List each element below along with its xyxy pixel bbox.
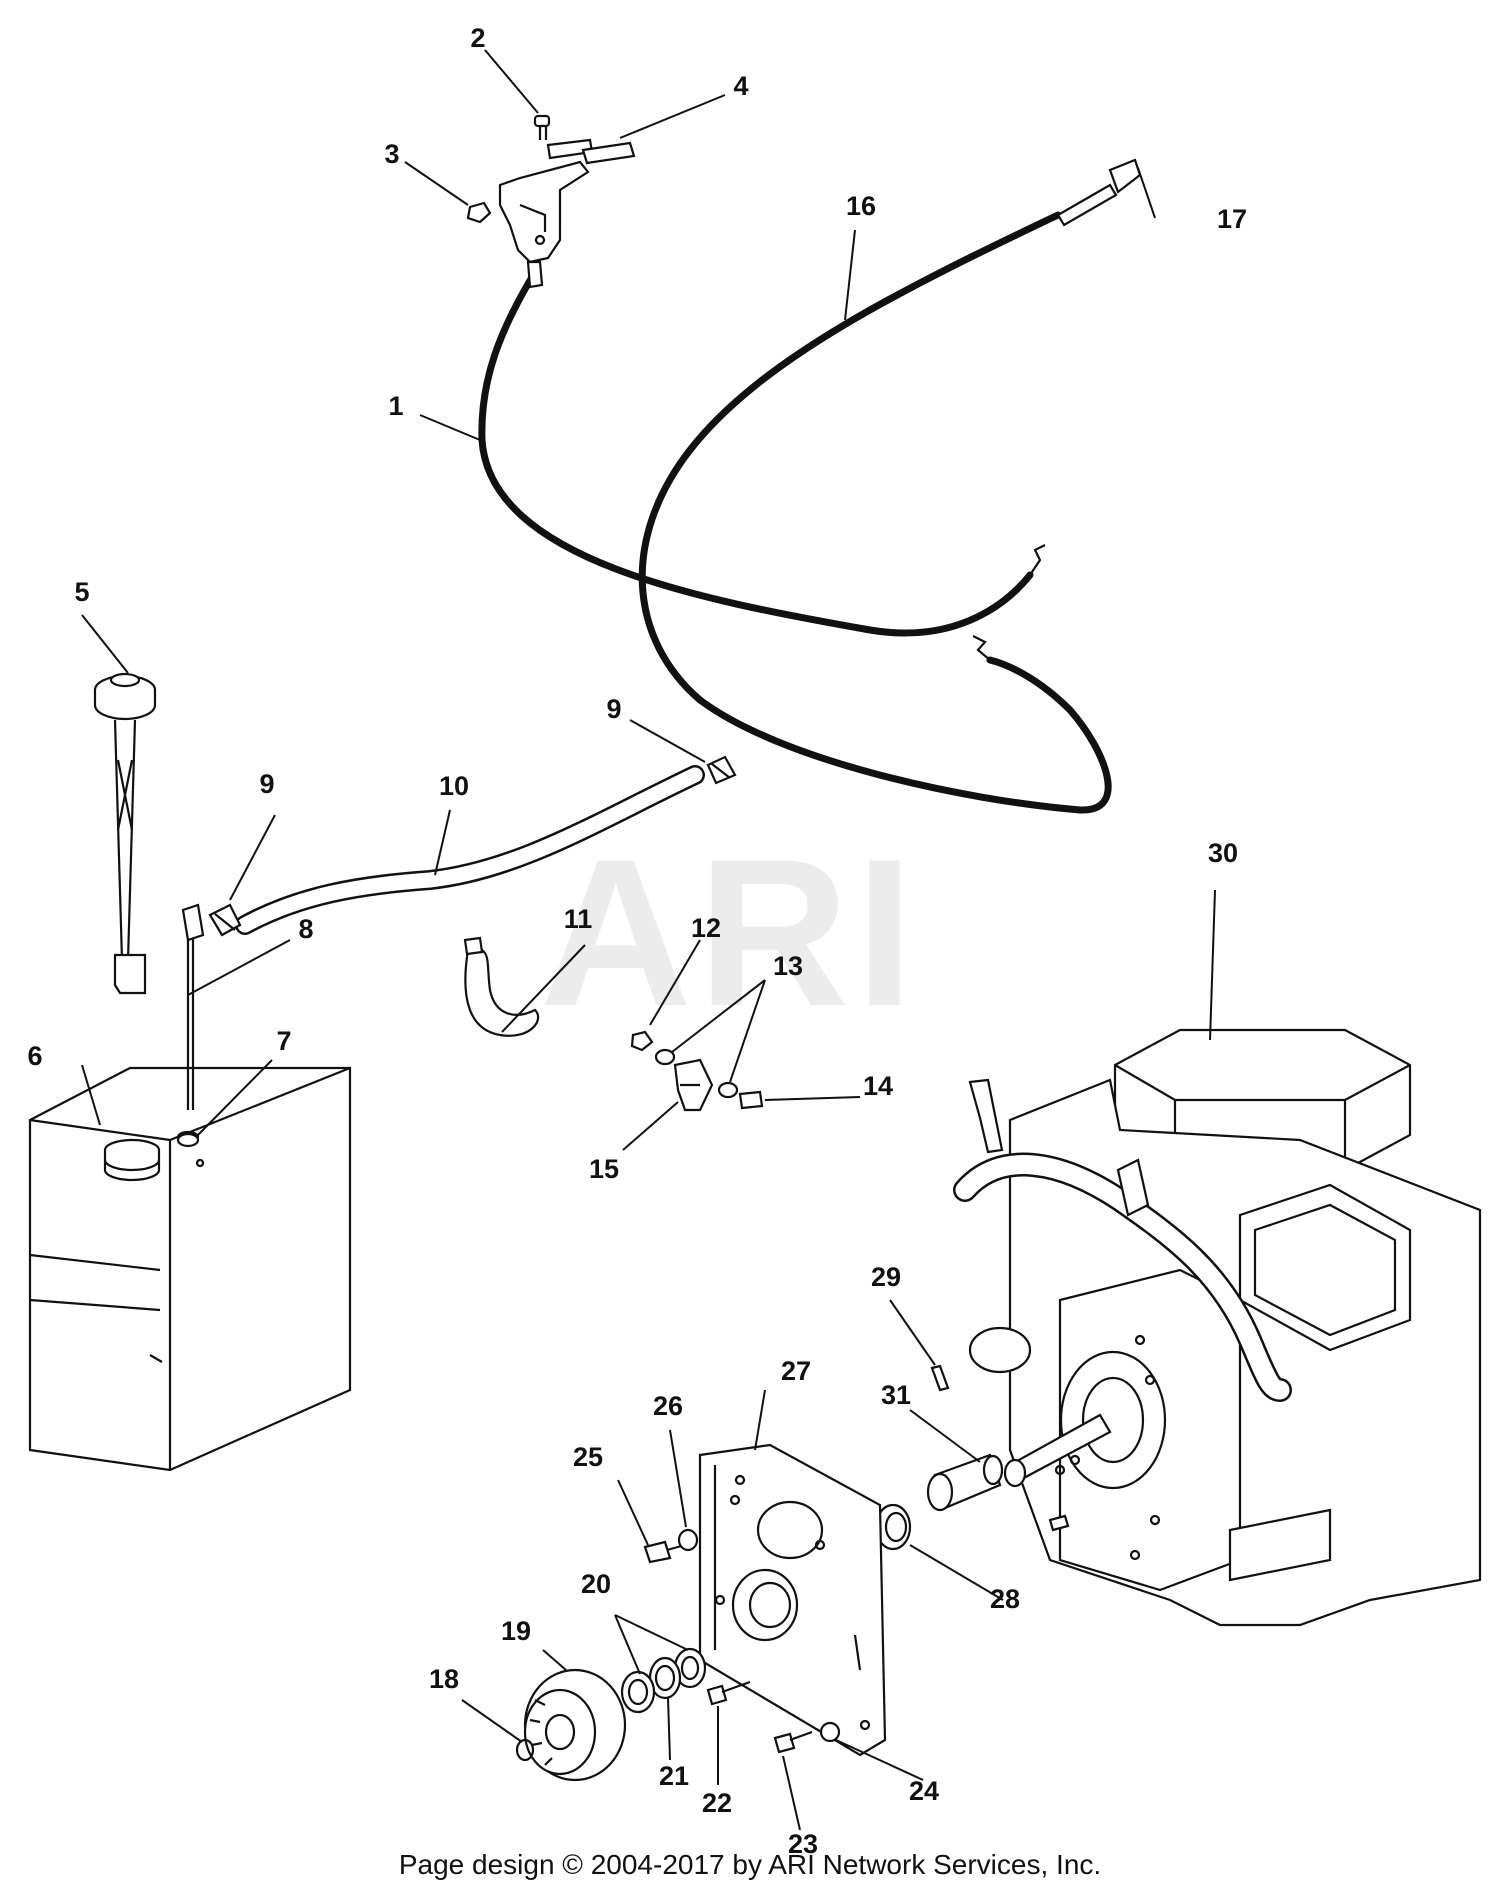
callout-11: 11 (564, 904, 593, 934)
washer-part-13a (654, 1048, 676, 1066)
callout-30: 30 (1208, 838, 1238, 868)
retaining-ring-18 (515, 1738, 535, 1762)
housing-plate-27 (698, 1443, 887, 1757)
screw-part-25 (643, 1540, 686, 1564)
callout-15: 15 (589, 1154, 619, 1184)
callout-17: 17 (1217, 204, 1247, 234)
callout-3: 3 (384, 139, 399, 169)
callout-22: 22 (702, 1788, 732, 1818)
screw-part-2 (533, 114, 551, 140)
callout-24: 24 (909, 1776, 939, 1806)
callout-1: 1 (388, 391, 403, 421)
callout-10: 10 (439, 771, 469, 801)
seal-part-28 (874, 1503, 912, 1551)
screw-part-23 (773, 1730, 813, 1754)
callout-9-left: 9 (259, 769, 274, 799)
grip-part-4 (581, 141, 636, 165)
callout-13: 13 (773, 951, 803, 981)
callout-14: 14 (863, 1071, 893, 1101)
footer-copyright: Page design © 2004-2017 by ARI Network S… (399, 1849, 1101, 1880)
callout-labels: 2 4 3 17 16 1 5 6 7 8 9 9 10 11 12 13 14… (27, 23, 1247, 1859)
hose-clamp-left (208, 903, 242, 937)
washer-part-20b (620, 1670, 656, 1714)
callout-29: 29 (871, 1262, 901, 1292)
throttle-control (498, 138, 594, 289)
clamp-part-15 (673, 1058, 714, 1112)
callout-20: 20 (581, 1569, 611, 1599)
callout-2: 2 (470, 23, 485, 53)
callout-21: 21 (659, 1761, 689, 1791)
callout-27: 27 (781, 1356, 811, 1386)
washer-part-26 (677, 1528, 699, 1552)
callout-25: 25 (573, 1442, 603, 1472)
fuel-hose (235, 765, 705, 935)
callout-6: 6 (27, 1041, 42, 1071)
callout-8: 8 (298, 914, 313, 944)
callout-4: 4 (733, 71, 748, 101)
nut-part-12 (630, 1030, 654, 1052)
watermark: ARI (540, 815, 920, 1050)
washer-part-13b (717, 1081, 739, 1099)
coupler-part-31 (926, 1453, 1070, 1532)
nut-part-3 (466, 201, 492, 224)
hose-clamp-right (706, 755, 737, 785)
screw-part-14 (738, 1090, 764, 1110)
choke-cable (638, 158, 1142, 814)
callout-31: 31 (881, 1380, 911, 1410)
callout-12: 12 (691, 913, 721, 943)
callout-23: 23 (788, 1829, 818, 1859)
callout-26: 26 (653, 1391, 683, 1421)
key-part-29 (930, 1364, 950, 1392)
callout-5: 5 (74, 577, 89, 607)
callout-7: 7 (276, 1026, 291, 1056)
gear-part-19 (523, 1668, 627, 1782)
screw-part-22 (706, 1680, 751, 1706)
cable-clamp-11 (463, 936, 540, 1037)
fuel-gauge-cap (93, 672, 157, 995)
callout-18: 18 (429, 1664, 459, 1694)
fuel-tank (28, 1066, 352, 1472)
leader-lines (81, 49, 1216, 1831)
fuel-fitting (176, 903, 205, 1148)
callout-9-right: 9 (606, 694, 621, 724)
callout-28: 28 (990, 1584, 1020, 1614)
callout-16: 16 (846, 191, 876, 221)
throttle-cable (478, 268, 1046, 637)
engine (953, 1028, 1482, 1627)
washer-part-24 (819, 1721, 841, 1743)
callout-19: 19 (501, 1616, 531, 1646)
